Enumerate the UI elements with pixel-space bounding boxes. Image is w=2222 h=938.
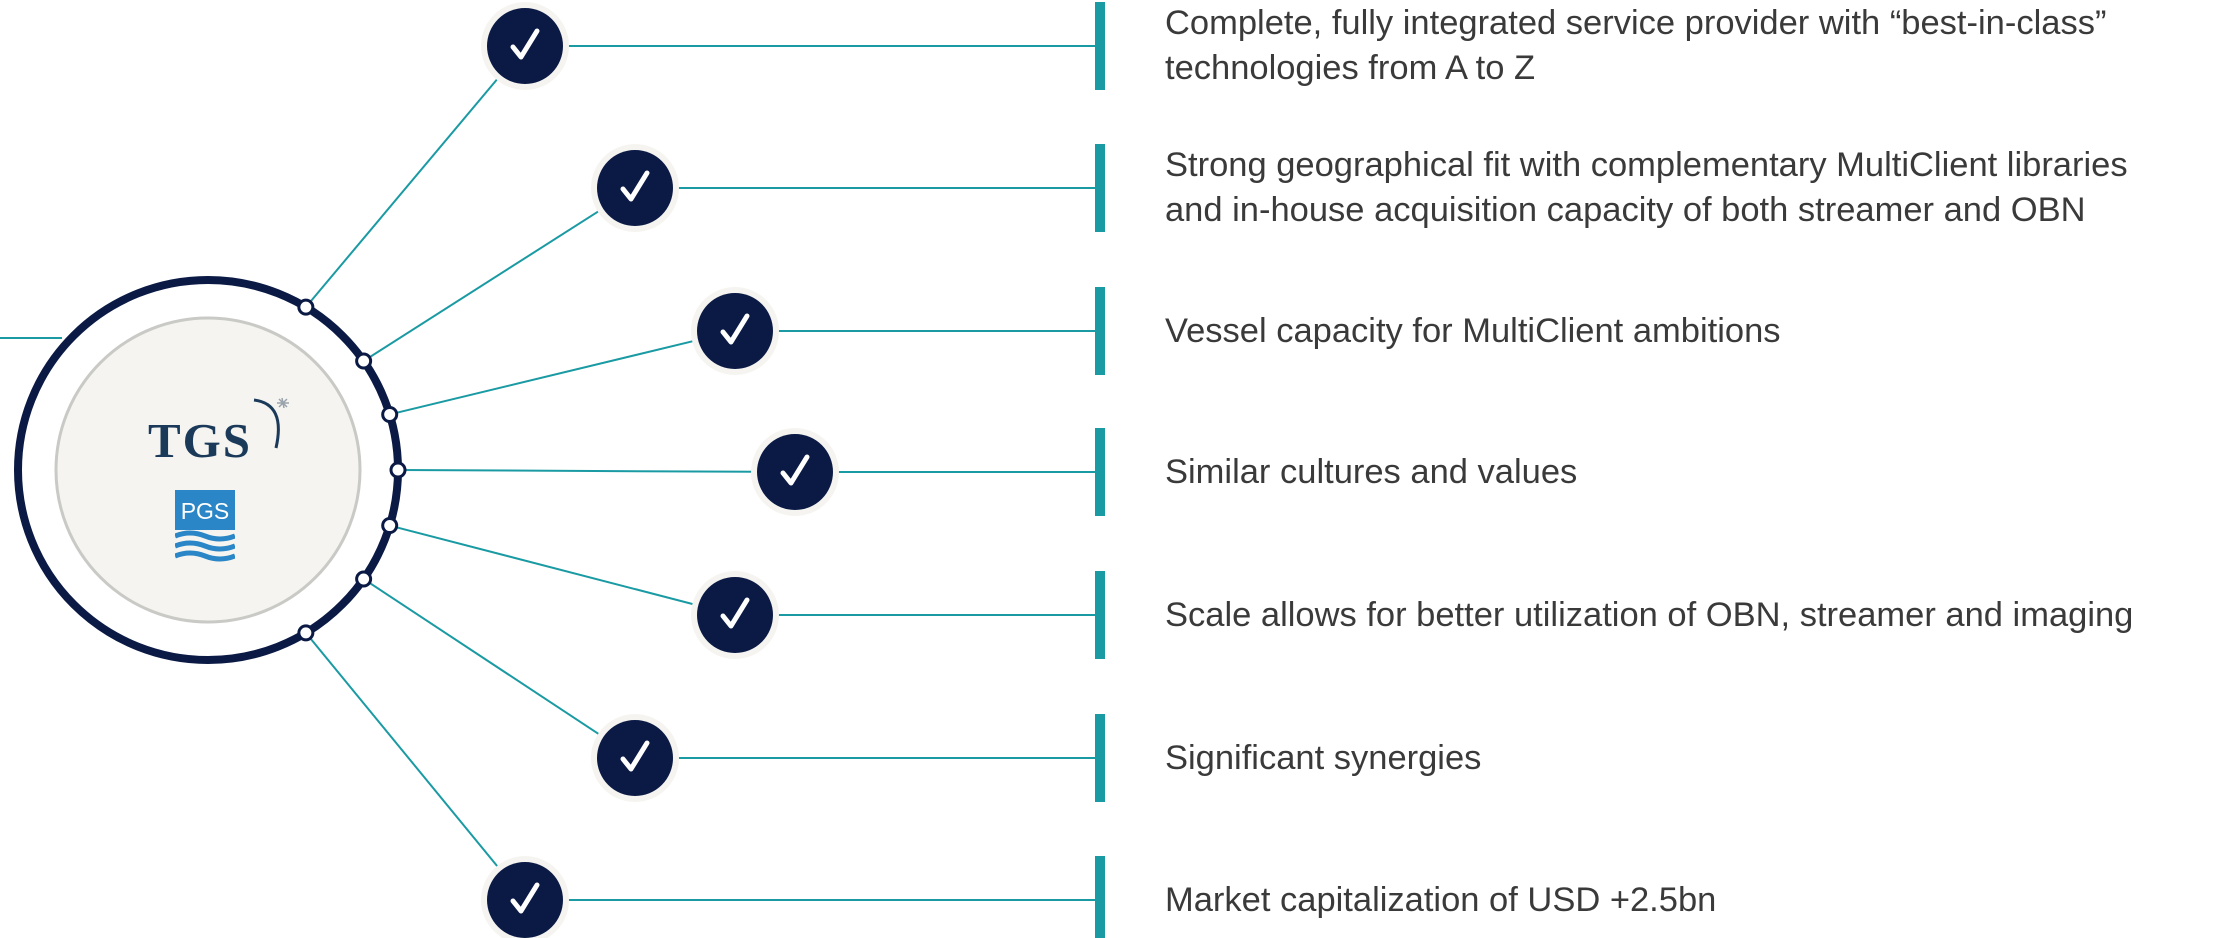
checkmark-icon <box>591 144 679 232</box>
item-text: Complete, fully integrated service provi… <box>1165 4 2107 87</box>
ring-nodes <box>297 298 407 642</box>
pgs-logo-icon: PGS <box>174 490 236 562</box>
ring-node <box>389 461 407 479</box>
item-text: Strong geographical fit with complementa… <box>1165 146 2128 229</box>
checkmark-icon <box>481 856 569 938</box>
pgs-logo: PGS <box>174 490 236 565</box>
separator-bar <box>1095 428 1105 516</box>
item-text: Similar cultures and values <box>1165 453 1578 491</box>
connector-line <box>305 74 502 308</box>
connector-line <box>363 207 604 362</box>
ring-node <box>355 352 373 370</box>
item-text: Vessel capacity for MultiClient ambition… <box>1165 312 1781 350</box>
item-text: Significant synergies <box>1165 739 1482 777</box>
connector-line <box>389 524 699 607</box>
connector-line <box>363 578 604 738</box>
connector-line <box>305 632 502 872</box>
separator-bar <box>1095 571 1105 659</box>
separator-bar <box>1095 144 1105 232</box>
tgs-swoosh-icon <box>253 397 289 449</box>
separator-bar <box>1095 2 1105 90</box>
ring-node <box>297 298 315 316</box>
ring-node <box>381 517 399 535</box>
checkmark-icon <box>751 428 839 516</box>
hub-inner-circle <box>54 316 362 624</box>
separator-bar <box>1095 287 1105 375</box>
check-badges <box>481 2 839 938</box>
checkmark-icon <box>691 287 779 375</box>
checkmark-icon <box>691 571 779 659</box>
separator-bar <box>1095 714 1105 802</box>
separator-bars <box>1095 2 1105 938</box>
connector-line <box>397 469 758 473</box>
tgs-logo: TGS <box>148 397 289 468</box>
item-text: Market capitalization of USD +2.5bn <box>1165 881 1717 919</box>
tgs-logo-wordmark: TGS <box>148 413 253 468</box>
checkmark-icon <box>481 2 569 90</box>
ring-node <box>355 570 373 588</box>
item-text: Scale allows for better utilization of O… <box>1165 596 2134 634</box>
ring-node <box>297 624 315 642</box>
pgs-logo-wordmark: PGS <box>181 498 230 524</box>
ring-node <box>381 405 399 423</box>
connector-line <box>389 338 699 416</box>
checkmark-icon <box>591 714 679 802</box>
connector-lines <box>305 45 1098 901</box>
separator-bar <box>1095 856 1105 938</box>
